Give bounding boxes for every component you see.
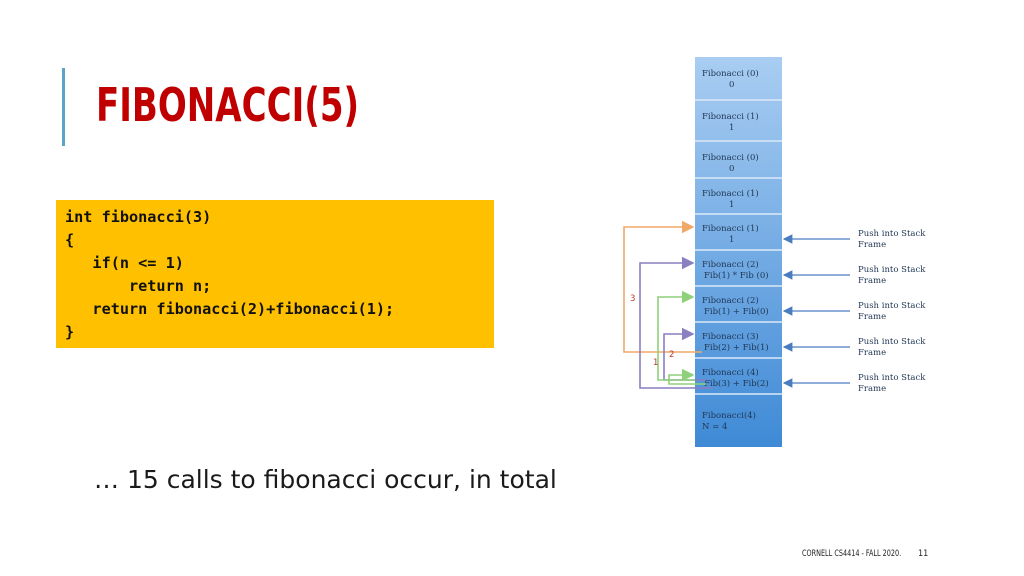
frame-value: N = 4 <box>702 422 727 432</box>
frame-value: 0 <box>729 80 734 90</box>
code-line: } <box>65 323 75 341</box>
frame-value: 1 <box>729 200 734 210</box>
push-arrows <box>782 234 850 388</box>
frame-title: Fibonacci (0) <box>702 68 759 79</box>
push-label-line: Frame <box>858 312 886 322</box>
frame-title: Fibonacci (1) <box>702 188 759 199</box>
stack-column <box>695 57 782 447</box>
footer-course: CORNELL CS4414 - FALL 2020. <box>802 549 902 559</box>
code-text: int fibonacci(3) { if(n <= 1) return n; r… <box>65 206 394 344</box>
frame-value: Fib(1) + Fib(0) <box>704 306 769 317</box>
stack-frame: Fibonacci (2) Fib(1) * Fib (0) <box>702 259 769 281</box>
stack-frame: Fibonacci (1) 1 <box>702 188 759 210</box>
call-arrow-green-lower <box>668 368 706 385</box>
arrow-number-label: 2 <box>669 350 674 360</box>
frame-title: Fibonacci (4) <box>702 367 759 378</box>
push-label-line: Frame <box>858 240 886 250</box>
call-arrow-orange <box>623 220 702 353</box>
push-label: Push into Stack Frame <box>858 229 926 250</box>
frame-value: 1 <box>729 235 734 245</box>
code-line: int fibonacci(3) <box>65 208 212 226</box>
push-label-line: Frame <box>858 276 886 286</box>
call-arrow-purple <box>639 256 712 389</box>
caption-text: … 15 calls to fibonacci occur, in total <box>94 465 557 494</box>
call-arrow-green <box>657 290 695 381</box>
push-label: Push into Stack Frame <box>858 265 926 286</box>
frame-title: Fibonacci (3) <box>702 331 759 342</box>
push-label: Push into Stack Frame <box>858 337 926 358</box>
frame-value: Fib(2) + Fib(1) <box>704 342 769 353</box>
push-label-line: Frame <box>858 384 886 394</box>
frame-title: Fibonacci (1) <box>702 223 759 234</box>
stack-frame: Fibonacci (3) Fib(2) + Fib(1) <box>702 331 769 353</box>
stack-frame: Fibonacci(4) N = 4 <box>702 410 756 432</box>
frame-value: Fib(3) + Fib(2) <box>704 378 769 389</box>
frame-title: Fibonacci(4) <box>702 410 756 421</box>
frame-value: Fib(1) * Fib (0) <box>704 270 769 281</box>
push-label-line: Push into Stack <box>858 373 926 383</box>
push-label: Push into Stack Frame <box>858 301 926 322</box>
code-line: return n; <box>65 277 212 295</box>
stack-frame: Fibonacci (4) Fib(3) + Fib(2) <box>702 367 769 389</box>
slide-title: FIBONACCI(5) <box>96 78 360 132</box>
code-block: int fibonacci(3) { if(n <= 1) return n; r… <box>56 200 494 348</box>
push-label-line: Push into Stack <box>858 301 926 311</box>
code-line: { <box>65 231 75 249</box>
arrow-number-label: 3 <box>630 294 635 304</box>
code-line: return fibonacci(2)+fibonacci(1); <box>65 300 395 318</box>
frame-title: Fibonacci (2) <box>702 259 759 270</box>
push-label-line: Push into Stack <box>858 265 926 275</box>
push-label: Push into Stack Frame <box>858 373 926 394</box>
footer-page-number: 11 <box>918 549 929 559</box>
stack-frame: Fibonacci (2) Fib(1) + Fib(0) <box>702 295 769 317</box>
frame-title: Fibonacci (1) <box>702 111 759 122</box>
frame-title: Fibonacci (0) <box>702 152 759 163</box>
stack-frame: Fibonacci (1) 1 <box>702 223 759 245</box>
push-label-line: Frame <box>858 348 886 358</box>
code-line: if(n <= 1) <box>65 254 184 272</box>
frame-title: Fibonacci (2) <box>702 295 759 306</box>
frame-value: 0 <box>729 164 734 174</box>
accent-bar <box>62 68 65 146</box>
frame-value: 1 <box>729 123 734 133</box>
frame-separators <box>695 99 782 395</box>
stack-frame: Fibonacci (0) 0 <box>702 68 759 90</box>
push-label-line: Push into Stack <box>858 337 926 347</box>
call-stack-diagram: Fibonacci (0) 0 Fibonacci (1) 1 Fibonacc… <box>623 57 926 447</box>
arrow-number-label: 1 <box>653 358 658 368</box>
stack-frame: Fibonacci (1) 1 <box>702 111 759 133</box>
push-label-line: Push into Stack <box>858 229 926 239</box>
stack-frame: Fibonacci (0) 0 <box>702 152 759 174</box>
